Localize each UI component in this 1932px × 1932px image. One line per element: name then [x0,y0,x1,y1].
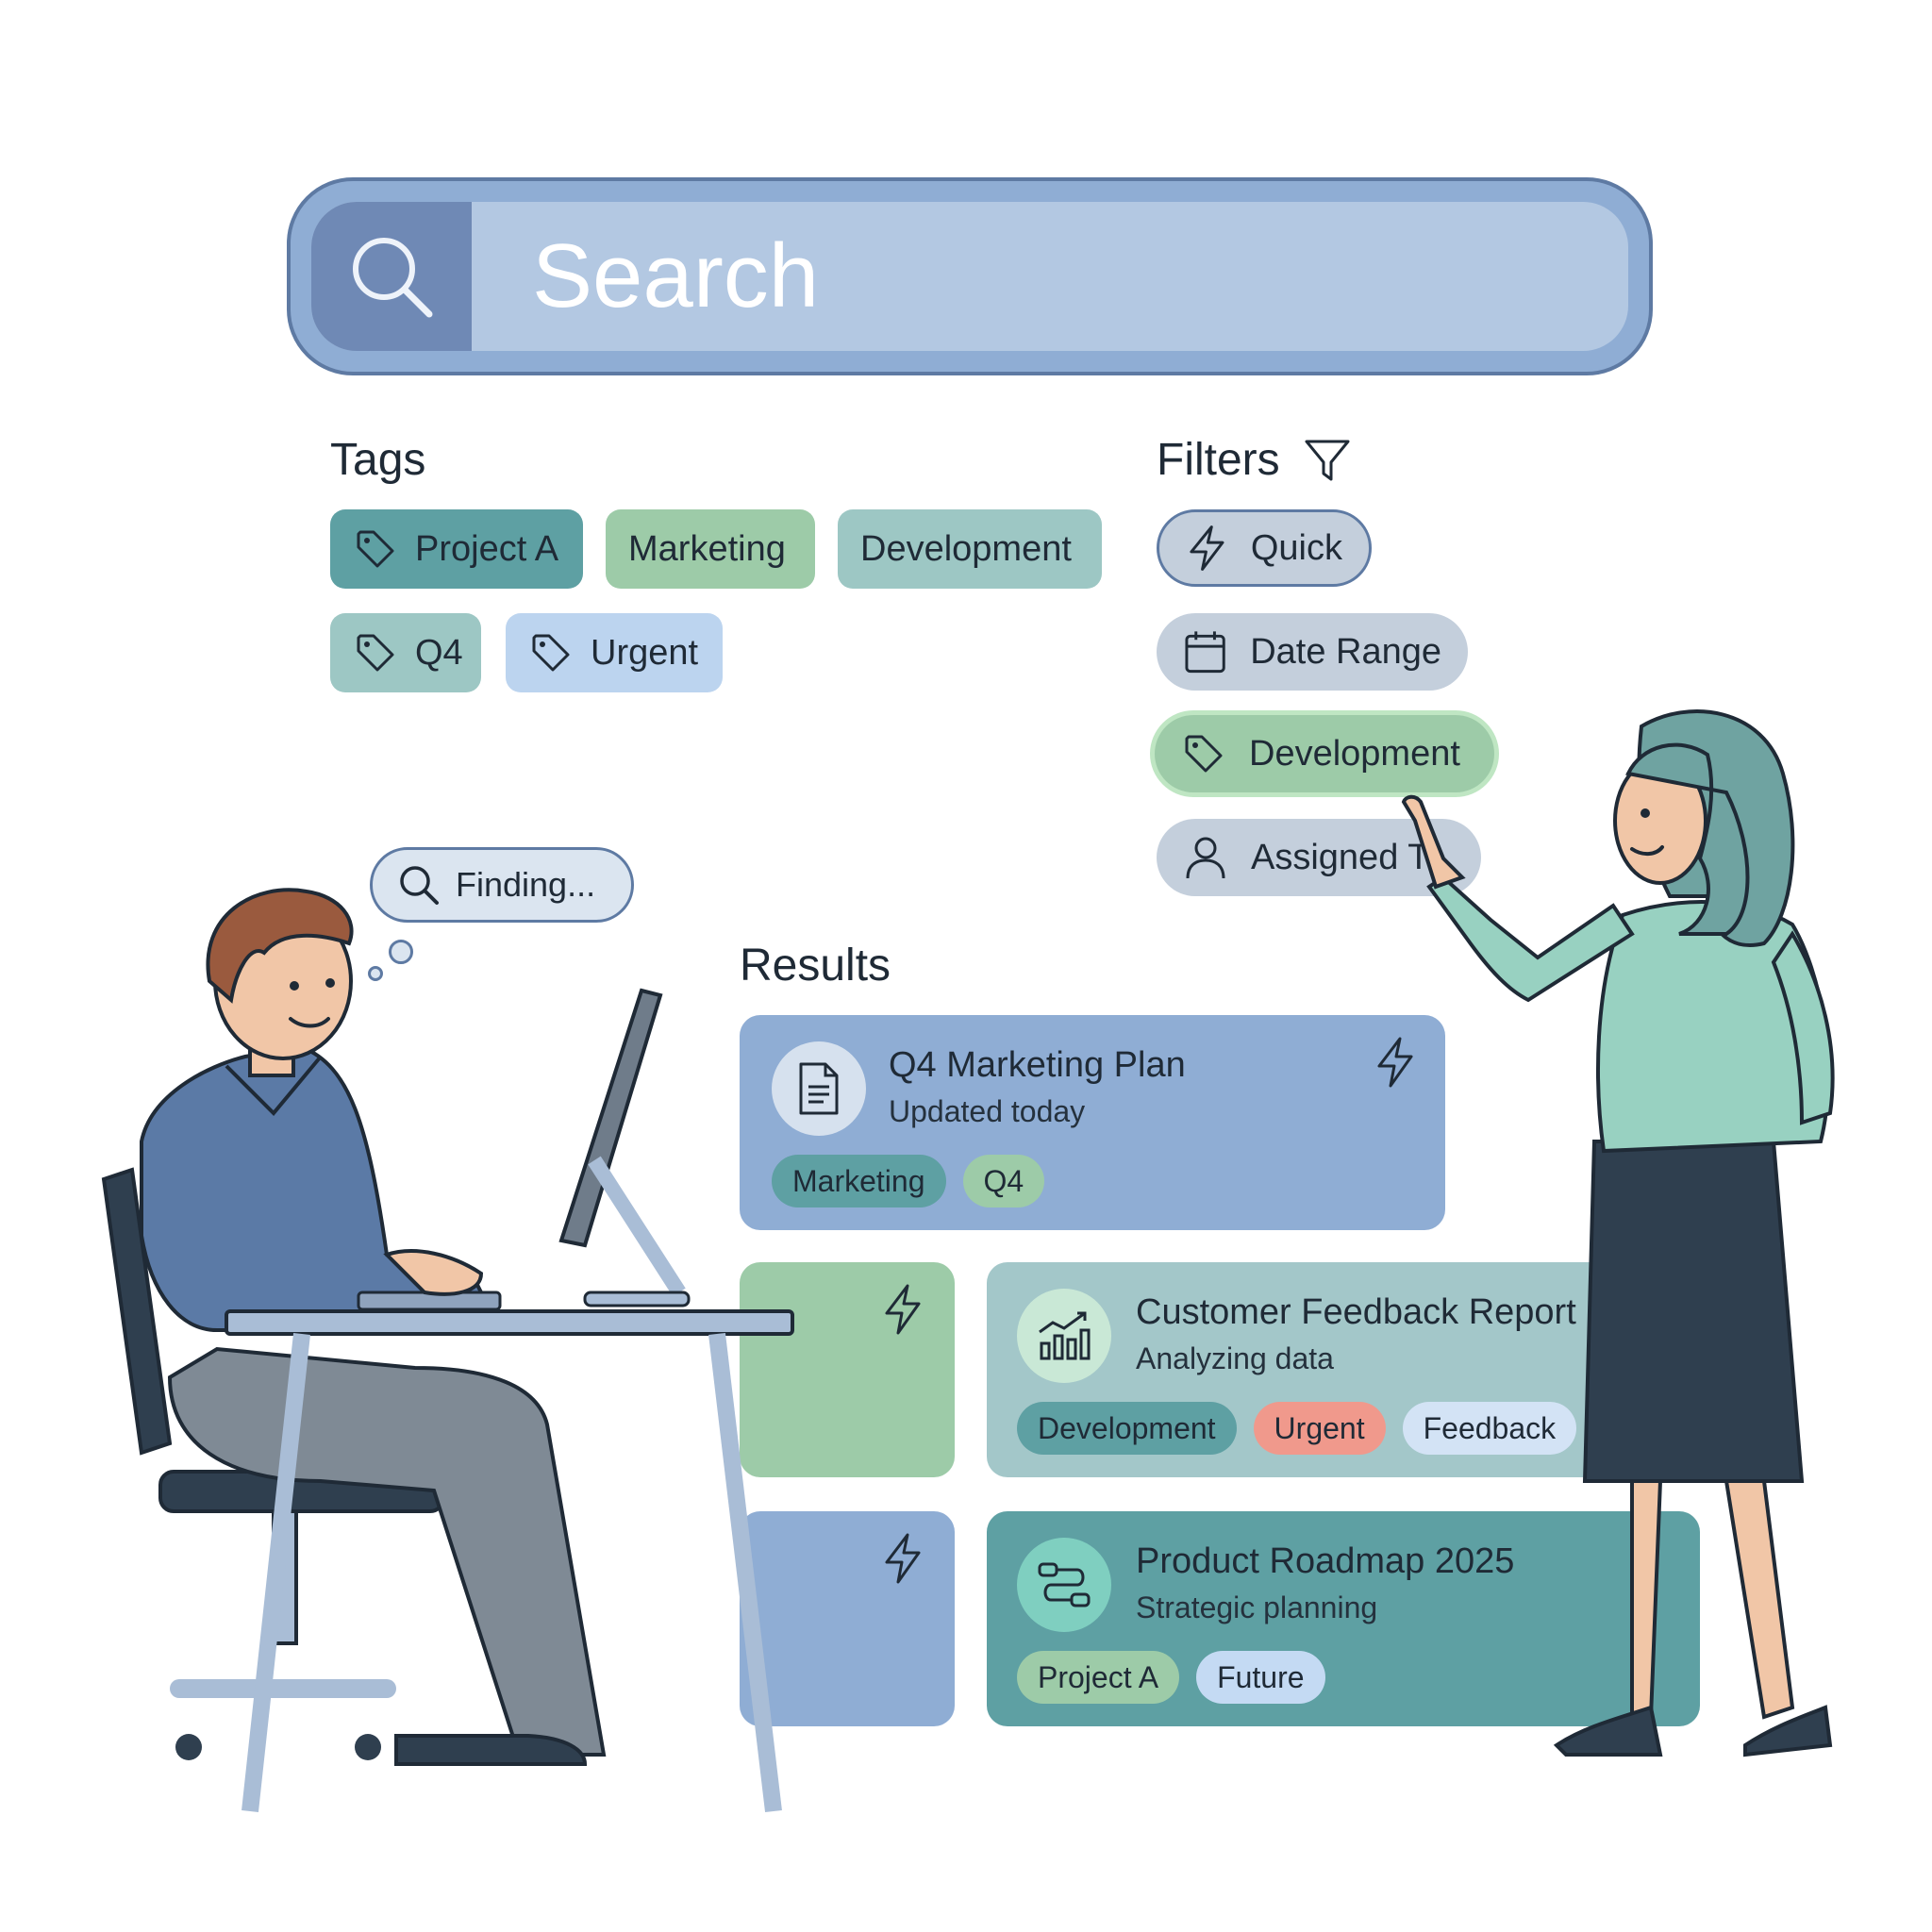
tag-label: Development [860,528,1072,569]
card-title: Product Roadmap 2025 [1136,1541,1515,1581]
result-side-tile[interactable] [740,1511,955,1726]
woman-pointing-hand [1401,794,1466,890]
tag-label: Project A [415,528,559,569]
card-icon [1017,1289,1111,1383]
card-tag[interactable]: Project A [1017,1651,1180,1704]
card-subtitle: Analyzing data [1136,1341,1334,1375]
thought-dot-large [389,940,413,964]
search-bar [287,177,1653,375]
desk [225,1309,794,1813]
search-icon [353,238,433,318]
card-tags: Marketing Q4 [772,1155,1045,1208]
tag-icon [532,634,570,672]
tag-marketing[interactable]: Marketing [606,509,815,589]
lightning-icon[interactable] [1374,1036,1417,1089]
filter-label: Assigned To [1251,837,1446,877]
man-head [206,888,354,1077]
card-tag[interactable]: Urgent [1253,1402,1386,1455]
user-icon [1186,837,1225,879]
thought-dot-small [368,966,383,981]
woman-head [1613,709,1795,947]
thought-bubble: Finding... [370,847,634,923]
funnel-icon[interactable] [1303,436,1352,485]
tags-heading: Tags [330,435,426,485]
result-card-product-roadmap-2025[interactable]: Product Roadmap 2025 Strategic planning … [987,1511,1700,1726]
card-tag[interactable]: Marketing [772,1155,946,1208]
result-card-q4-marketing-plan[interactable]: Q4 Marketing Plan Updated today Marketin… [740,1015,1445,1230]
chart-icon [1039,1311,1091,1360]
search-button[interactable] [311,202,472,351]
filters-heading: Filters [1157,434,1352,486]
filter-date-range[interactable]: Date Range [1157,613,1468,691]
tag-urgent[interactable]: Urgent [506,613,723,692]
man-torso [140,1044,493,1332]
filter-label: Quick [1250,527,1342,568]
filter-development[interactable]: Development [1155,715,1494,792]
card-tag[interactable]: Future [1196,1651,1325,1704]
tag-development[interactable]: Development [838,509,1102,589]
computer-monitor [558,988,691,1307]
man-hands [383,1249,484,1296]
lightning-icon [1190,525,1224,571]
tag-project-a[interactable]: Project A [330,509,583,589]
man-at-computer-illustration [101,888,794,1813]
tag-label: Marketing [628,528,786,569]
filter-label: Development [1249,733,1460,774]
woman-arm [1771,930,1835,1125]
lightning-icon[interactable] [881,1283,924,1336]
card-subtitle: Strategic planning [1136,1591,1378,1624]
man-legs [167,1346,607,1766]
tag-label: Urgent [591,632,699,673]
woman-pointing-arm [1426,874,1635,1003]
search-icon [400,866,439,905]
card-subtitle: Updated today [889,1094,1086,1128]
result-side-tile[interactable] [740,1262,955,1477]
lightning-icon[interactable] [881,1532,924,1585]
search-bar-inner [311,202,1628,351]
card-tag[interactable]: Q4 [962,1155,1045,1208]
woman-legs [1553,1479,1833,1757]
search-input[interactable] [472,202,1628,351]
card-title: Customer Feedback Report [1136,1292,1576,1332]
calendar-icon [1185,631,1225,674]
roadmap-icon [1038,1562,1091,1607]
results-heading: Results [740,941,891,991]
filter-quick[interactable]: Quick [1157,509,1372,587]
document-icon [799,1062,839,1115]
card-icon [772,1041,866,1136]
card-icon [1017,1538,1111,1632]
card-tags: Project A Future [1017,1651,1325,1704]
woman-skirt [1582,1140,1805,1483]
tag-label: Q4 [415,632,463,673]
card-title: Q4 Marketing Plan [889,1045,1186,1085]
office-chair [101,1167,445,1760]
filter-label: Date Range [1250,631,1441,672]
woman-pointing-illustration [1401,709,1835,1757]
tag-q4[interactable]: Q4 [330,613,481,692]
filters-heading-label: Filters [1157,435,1280,485]
thought-text: Finding... [456,865,596,904]
card-tag[interactable]: Feedback [1402,1402,1577,1455]
tag-icon [357,634,394,672]
tag-icon [357,530,394,568]
card-tags: Development Urgent Feedback [1017,1402,1577,1455]
card-tag[interactable]: Development [1017,1402,1237,1455]
tag-icon [1185,735,1223,773]
